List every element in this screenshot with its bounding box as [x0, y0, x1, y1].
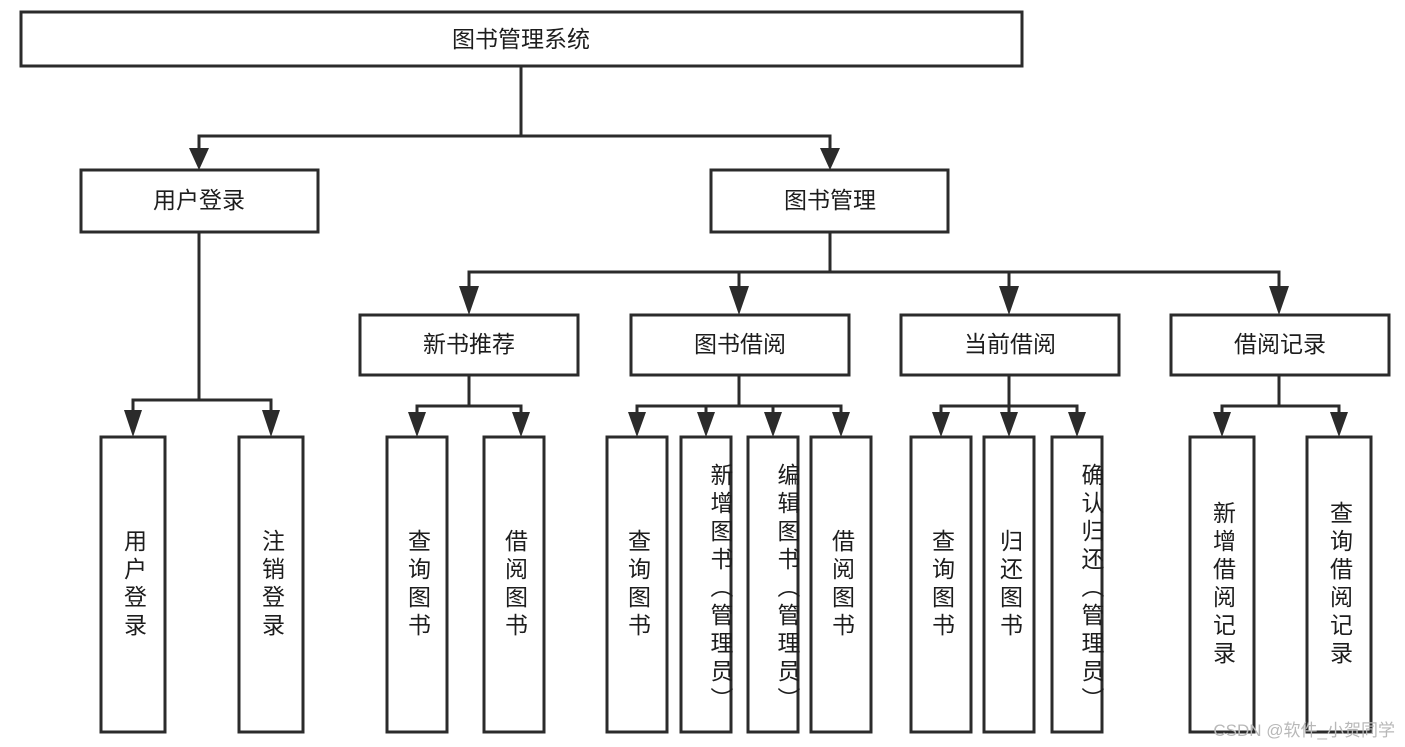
leaf-box-borrowrecord-1[interactable]	[1188, 435, 1256, 734]
node-borrow-record[interactable]: 借阅记录	[1169, 313, 1391, 377]
edge-currentborrow-to-leaves	[932, 373, 1086, 437]
node-book-manage[interactable]: 图书管理	[709, 168, 950, 234]
arrow-head-icon	[1068, 412, 1086, 437]
arrow-head-icon	[189, 148, 209, 170]
arrow-head-icon	[1330, 412, 1348, 437]
node-new-book-recommend[interactable]: 新书推荐	[358, 313, 580, 377]
leaf-box-newbook-1[interactable]	[385, 435, 449, 734]
node-borrow-record-label: 借阅记录	[1234, 331, 1326, 357]
csdn-watermark: CSDN @软件_小贺同学	[1213, 721, 1395, 740]
leaf-box-currentborrow-3[interactable]	[1050, 435, 1104, 734]
leaf-box-bookborrow-1[interactable]	[605, 435, 669, 734]
edge-userlogin-to-leaves	[124, 230, 280, 437]
leaf-box-borrowrecord-2[interactable]	[1305, 435, 1373, 734]
arrow-head-icon	[729, 286, 749, 315]
edge-bookmanage-to-level3	[459, 230, 1289, 315]
node-user-login-label: 用户登录	[153, 187, 245, 213]
leaf-box-currentborrow-2[interactable]	[982, 435, 1036, 734]
arrow-head-icon	[408, 412, 426, 437]
leaf-box-bookborrow-4[interactable]	[809, 435, 873, 734]
arrow-head-icon	[820, 148, 840, 170]
leaf-box-bookborrow-2[interactable]	[679, 435, 733, 734]
node-book-borrow[interactable]: 图书借阅	[629, 313, 851, 377]
arrow-head-icon	[1000, 412, 1018, 437]
arrow-head-icon	[262, 410, 280, 437]
edge-root-to-level2	[189, 64, 840, 170]
arrow-head-icon	[764, 412, 782, 437]
leaf-box-currentborrow-1[interactable]	[909, 435, 973, 734]
arrow-head-icon	[932, 412, 950, 437]
arrow-head-icon	[459, 286, 479, 315]
arrow-head-icon	[124, 410, 142, 437]
node-new-book-recommend-label: 新书推荐	[423, 331, 515, 357]
edge-newbook-to-leaves	[408, 373, 530, 437]
node-book-borrow-label: 图书借阅	[694, 331, 786, 357]
edge-bookborrow-to-leaves	[628, 373, 850, 437]
arrow-head-icon	[512, 412, 530, 437]
edge-borrowrecord-to-leaves	[1213, 373, 1348, 437]
node-current-borrow-label: 当前借阅	[964, 331, 1056, 357]
node-book-manage-label: 图书管理	[784, 187, 876, 213]
node-root[interactable]: 图书管理系统	[19, 10, 1024, 68]
leaf-box-newbook-2[interactable]	[482, 435, 546, 734]
leaf-box-bookborrow-3[interactable]	[746, 435, 800, 734]
arrow-head-icon	[832, 412, 850, 437]
arrow-head-icon	[628, 412, 646, 437]
arrow-head-icon	[697, 412, 715, 437]
arrow-head-icon	[1269, 286, 1289, 315]
arrow-head-icon	[1213, 412, 1231, 437]
leaf-box-user-login-1[interactable]	[99, 435, 167, 734]
node-current-borrow[interactable]: 当前借阅	[899, 313, 1121, 377]
leaf-box-user-login-2[interactable]	[237, 435, 305, 734]
arrow-head-icon	[999, 286, 1019, 315]
node-user-login[interactable]: 用户登录	[79, 168, 320, 234]
node-root-label: 图书管理系统	[452, 26, 590, 52]
